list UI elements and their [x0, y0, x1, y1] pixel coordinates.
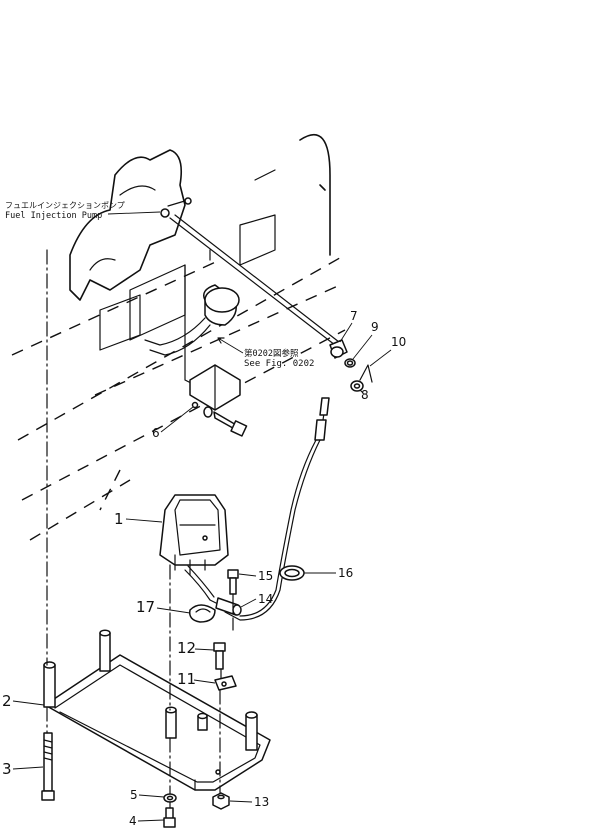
bolt-12	[213, 642, 226, 670]
bolt-3	[41, 732, 55, 801]
washer-5	[163, 793, 177, 803]
bracket-11	[214, 675, 237, 691]
callout-6: 6	[152, 426, 160, 440]
see-fig-label-jp: 第0202図参照	[244, 348, 299, 359]
callout-4: 4	[129, 814, 137, 828]
callout-10: 10	[391, 335, 406, 349]
switch-box-1	[159, 494, 229, 606]
callout-14: 14	[258, 592, 273, 606]
callout-12: 12	[177, 639, 196, 657]
see-fig-label-en: See Fig. 0202	[244, 359, 314, 369]
callout-3: 3	[2, 760, 12, 778]
callout-8: 8	[361, 388, 369, 402]
callout-7: 7	[350, 309, 358, 323]
clamp-16	[279, 565, 305, 581]
callout-17: 17	[136, 598, 155, 616]
callout-9: 9	[371, 320, 379, 334]
nut-13	[212, 792, 230, 810]
fuel-injection-pump	[69, 149, 192, 301]
callout-11: 11	[177, 670, 196, 688]
pump-label-en: Fuel Injection Pump	[5, 211, 102, 221]
bolt-4	[163, 807, 176, 828]
clamp-17	[188, 604, 216, 623]
hose	[144, 284, 240, 356]
mounting-plate-2	[43, 629, 271, 791]
pump-label-jp: フュエルインジェクションポンプ	[5, 201, 125, 210]
bolt-6	[203, 406, 248, 437]
fitting-7	[329, 339, 348, 359]
callout-16: 16	[338, 566, 353, 580]
nut-8	[350, 380, 364, 392]
callout-15: 15	[258, 569, 273, 583]
sensor-cable	[224, 397, 330, 621]
callout-2: 2	[2, 692, 12, 710]
bolt-15	[227, 569, 239, 595]
fuel-pipe	[169, 217, 336, 346]
clip-10	[359, 364, 373, 383]
callout-5: 5	[130, 788, 138, 802]
callouts: 1 2 3 4 5 6 7 8 9 10 11 12 13 14 15 16 1	[2, 309, 406, 828]
callout-13: 13	[254, 795, 269, 809]
engine-block	[11, 134, 346, 541]
alignment-lines	[46, 249, 234, 809]
connector-14	[215, 597, 242, 616]
bracket	[129, 264, 241, 411]
seal-9	[344, 358, 356, 368]
callout-1: 1	[114, 510, 124, 528]
